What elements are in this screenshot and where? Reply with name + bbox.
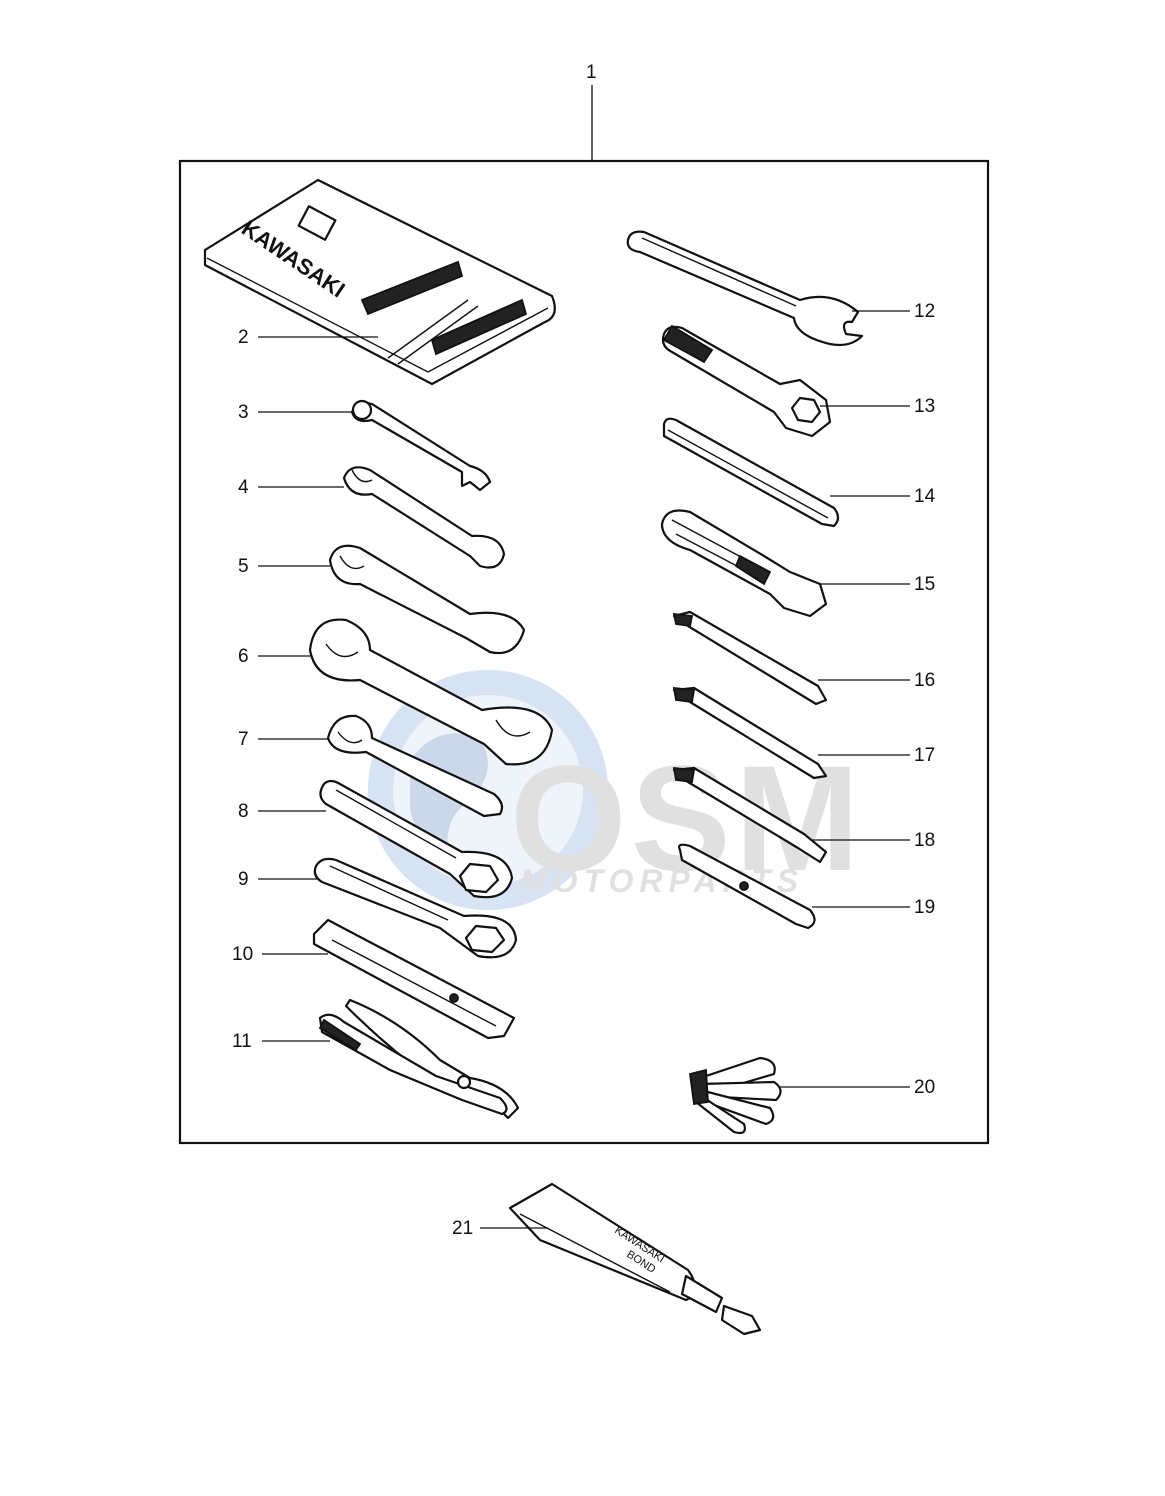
hook-spanner	[626, 230, 864, 347]
callout-17: 17	[914, 745, 935, 766]
callout-20: 20	[914, 1077, 935, 1098]
callout-8: 8	[238, 801, 249, 822]
flat-tool	[678, 843, 816, 930]
callout-3: 3	[238, 402, 249, 423]
tool-pouch: KAWASAKI	[203, 178, 556, 386]
callout-19: 19	[914, 897, 935, 918]
callout-18: 18	[914, 830, 935, 851]
callout-5: 5	[238, 556, 249, 577]
flat-screwdriver	[672, 766, 828, 864]
callout-6: 6	[238, 646, 249, 667]
callout-10: 10	[232, 944, 253, 965]
box-wrench-9	[313, 857, 518, 959]
callout-2: 2	[238, 327, 249, 348]
wrench-4	[342, 466, 506, 569]
extension-bar	[662, 417, 840, 528]
callout-11: 11	[232, 1031, 252, 1052]
callout-4: 4	[238, 477, 249, 498]
callout-7: 7	[238, 729, 249, 750]
box-wrench-8	[319, 779, 514, 899]
callout-15: 15	[914, 574, 935, 595]
toolkit-frame	[178, 159, 990, 1145]
callout-9: 9	[238, 869, 249, 890]
callout-21: 21	[452, 1218, 473, 1239]
screwdriver-bit-17	[672, 686, 828, 780]
socket-driver	[661, 324, 832, 438]
screwdriver-bit-16	[672, 610, 828, 706]
wrench-6	[308, 618, 554, 766]
flat-bar-handle	[312, 918, 516, 1040]
pliers	[318, 998, 520, 1120]
wrench-small	[350, 399, 492, 492]
bond-tube: KAWASAKI BOND	[508, 1182, 762, 1336]
wrench-5	[328, 544, 526, 655]
wrench-7	[326, 714, 504, 818]
screwdriver-handle	[660, 509, 828, 618]
feeler-gauge	[689, 1056, 782, 1135]
callout-14: 14	[914, 486, 936, 507]
callout-13: 13	[914, 396, 935, 417]
callout-1: 1	[586, 62, 597, 83]
callout-12: 12	[914, 301, 935, 322]
callout-16: 16	[914, 670, 935, 691]
